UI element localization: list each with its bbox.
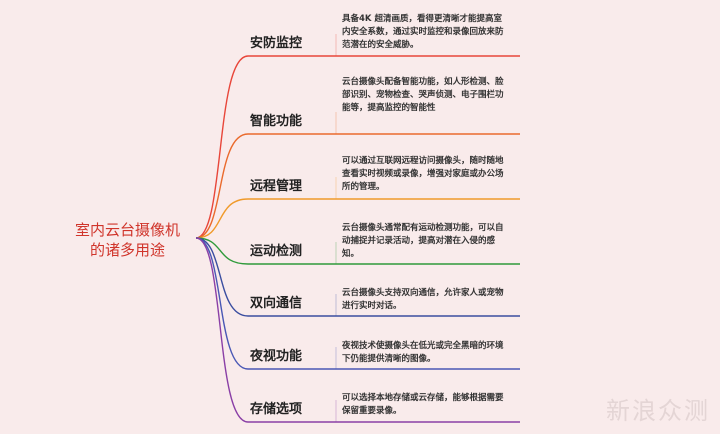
connector-1 — [195, 133, 520, 239]
branch-desc-remote: 可以通过互联网远程访问摄像头，随时随地查看实时视频或录像，增强对家庭或办公场所的… — [342, 156, 504, 192]
branch-desc-motion: 云台摄像头通常配有运动检测功能，可以自动捕捉并记录活动，提高对潜在入侵的感知。 — [342, 223, 504, 259]
branch-desc-twoway: 云台摄像头支持双向通信，允许家人或宠物进行实时对话。 — [342, 288, 504, 311]
branch-label-night: 夜视功能 — [250, 349, 303, 364]
root-topic-line2: 的诸多用途 — [89, 241, 165, 259]
connector-0 — [195, 55, 520, 239]
branch-desc-storage: 可以选择本地存储或云存储，能够根据需要保留重要录像。 — [342, 393, 504, 416]
connector-4 — [195, 237, 520, 317]
branch-label-storage: 存储选项 — [250, 402, 303, 417]
watermark: 新浪众测 — [606, 397, 710, 425]
branch-desc-security: 具备4K 超清画质，看得更清晰才能提高室内安全系数，通过实时监控和录像回放来防范… — [342, 14, 504, 50]
branch-label-remote: 远程管理 — [250, 179, 303, 194]
root-topic: 室内云台摄像机 的诸多用途 — [60, 220, 195, 260]
branch-desc-night: 夜视技术使摄像头在低光或完全黑暗的环境下仍能提供清晰的图像。 — [342, 341, 504, 364]
connector-6 — [195, 237, 520, 423]
branch-label-twoway: 双向通信 — [250, 296, 303, 311]
connector-2 — [195, 198, 520, 239]
connector-3 — [195, 237, 520, 265]
branch-desc-smart: 云台摄像头配备智能功能，如人形检测、脸部识别、宠物检查、哭声侦测、电子围栏功能等… — [342, 77, 504, 113]
branch-label-security: 安防监控 — [250, 36, 303, 51]
branch-label-motion: 运动检测 — [250, 244, 303, 259]
root-topic-line1: 室内云台摄像机 — [74, 221, 180, 239]
branch-label-smart: 智能功能 — [250, 114, 303, 129]
connector-5 — [195, 237, 520, 370]
